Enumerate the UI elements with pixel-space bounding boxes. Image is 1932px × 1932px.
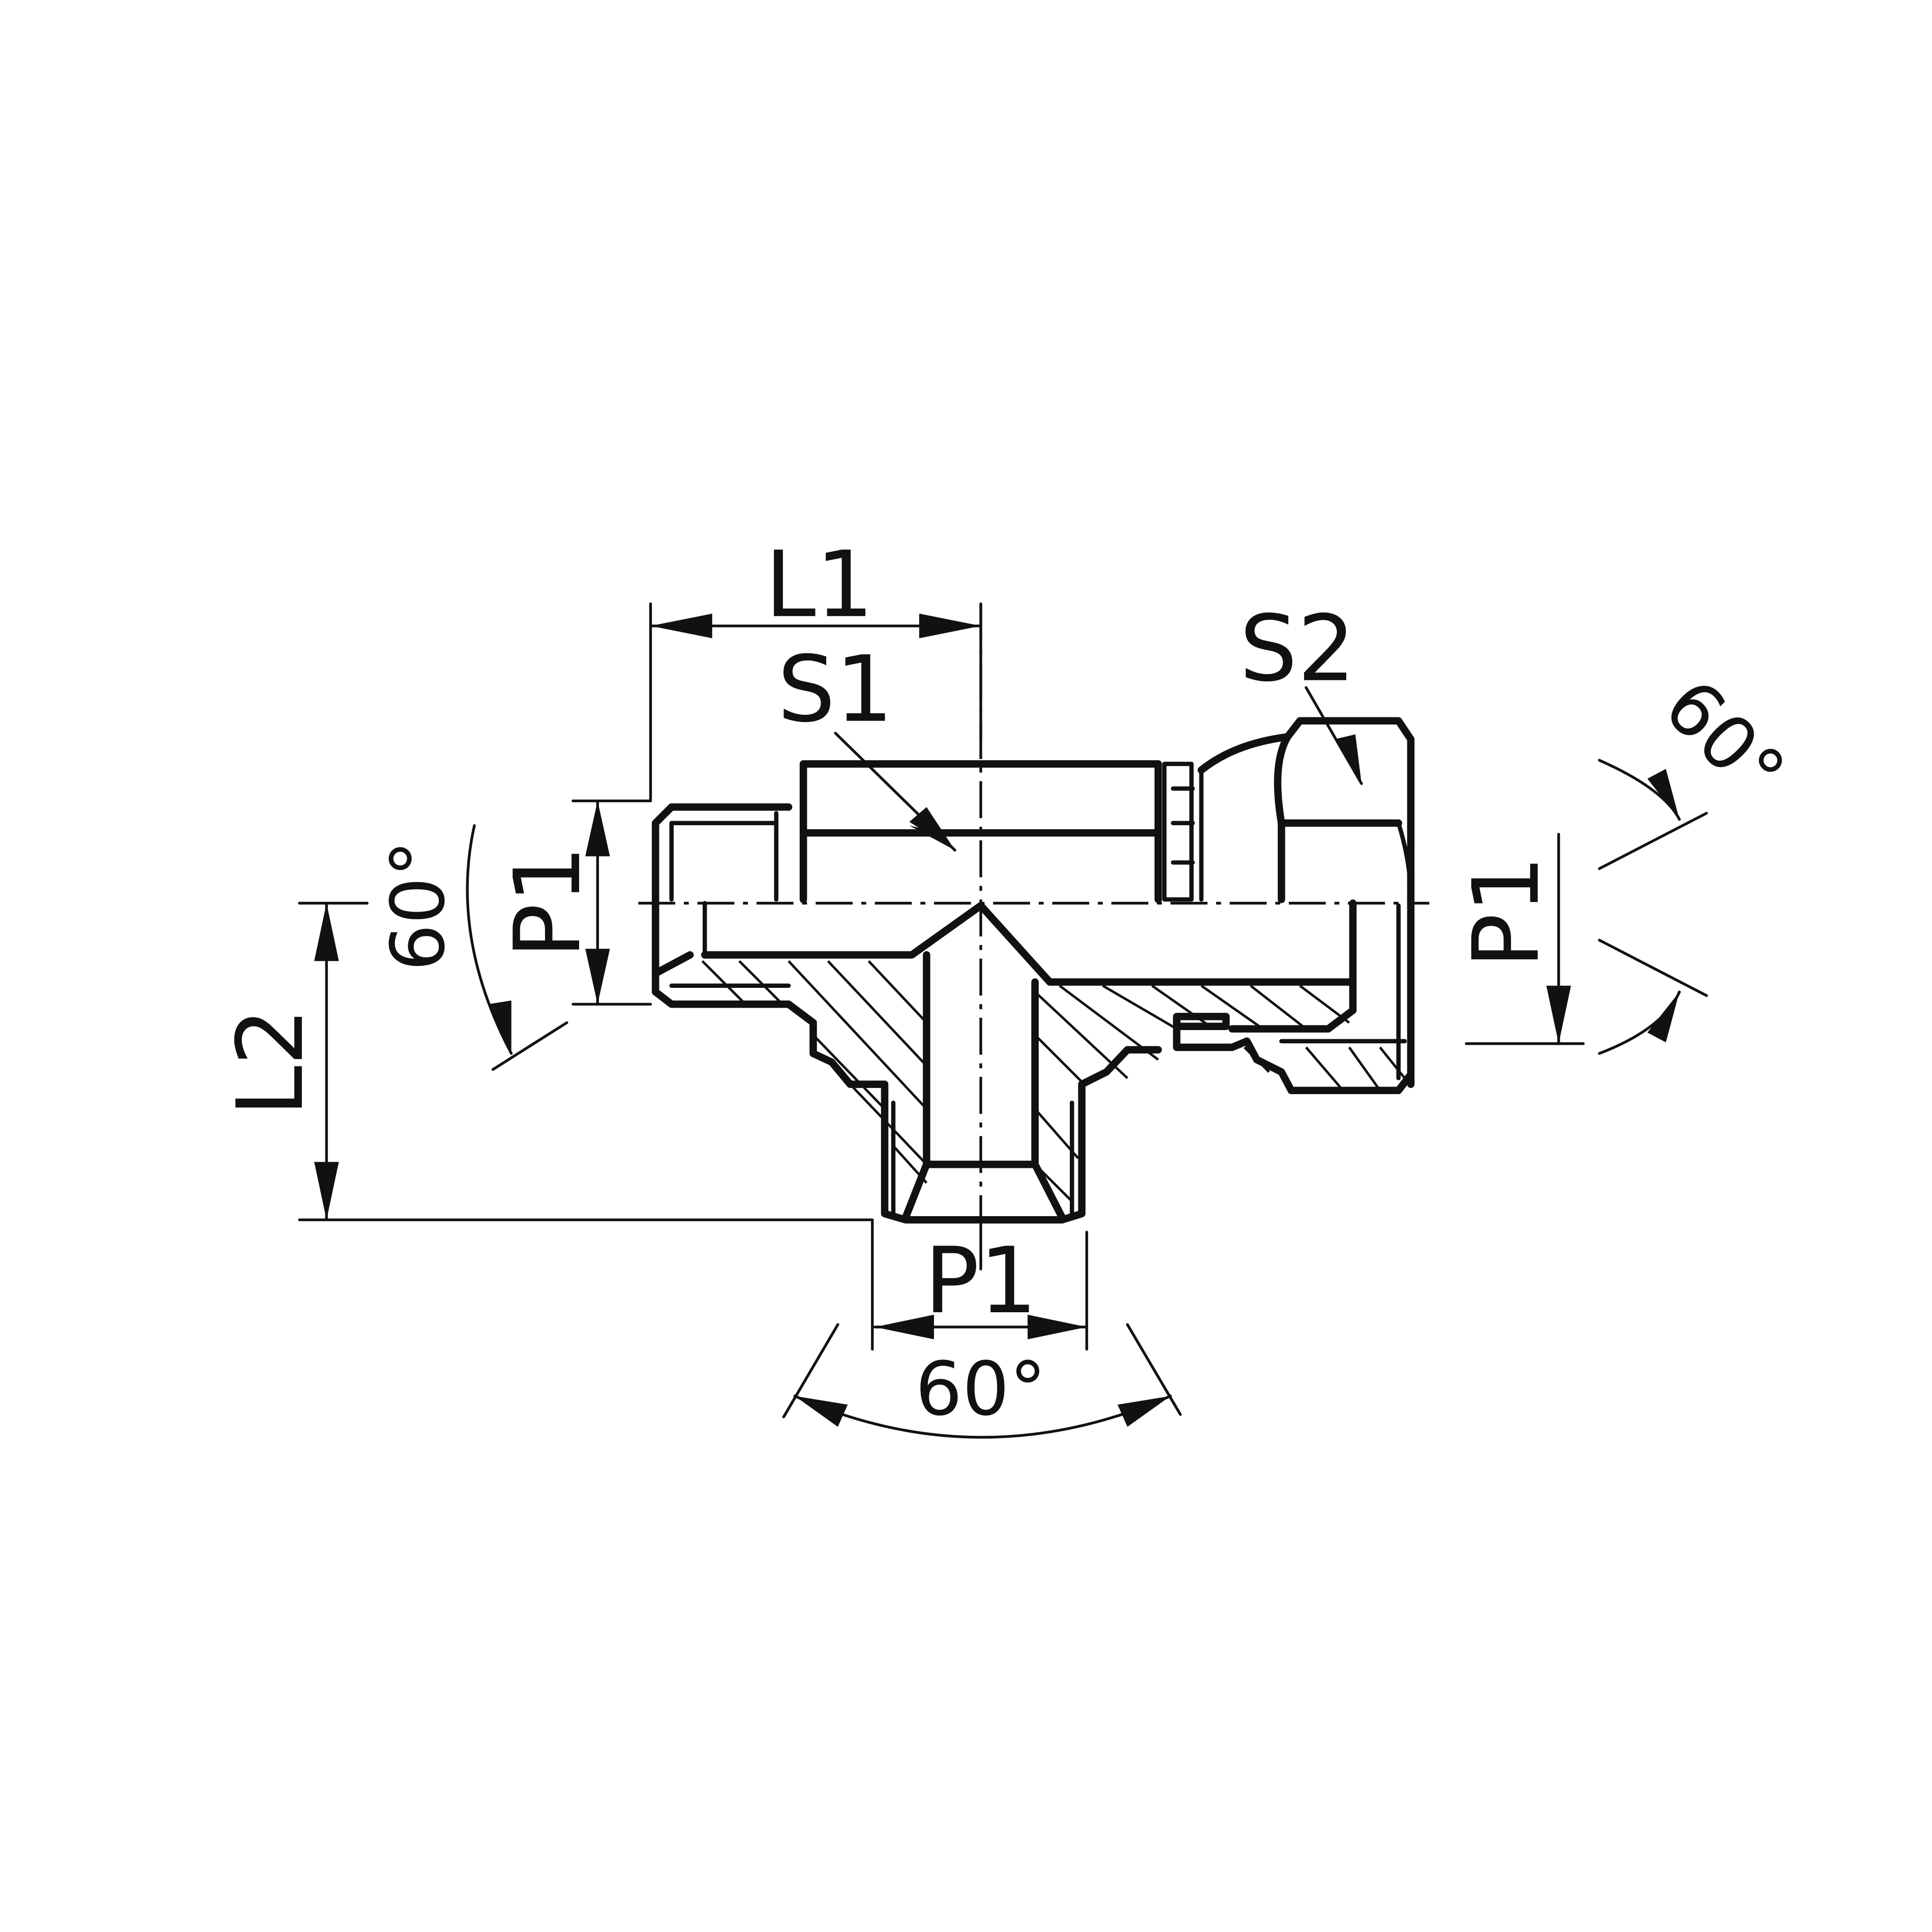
angle-left-60: 60°	[375, 824, 568, 1071]
label-p1-right: P1	[1454, 855, 1559, 968]
label-l1: L1	[765, 532, 874, 638]
callout-s2: S2	[1240, 596, 1363, 785]
label-p1-left: P1	[495, 846, 601, 958]
swivel-nut	[1162, 717, 1415, 1095]
label-angle-left: 60°	[375, 840, 461, 971]
label-angle-bottom: 60°	[915, 1346, 1046, 1432]
dimension-l1: L1	[637, 532, 982, 802]
dimension-p1-right: P1	[1454, 833, 1585, 1045]
callout-s1: S1	[777, 637, 956, 852]
label-s2: S2	[1240, 596, 1355, 702]
label-p1-bottom: P1	[924, 1228, 1037, 1334]
tee-body	[701, 760, 1357, 1224]
dimension-p1-left: P1	[495, 799, 652, 1006]
label-s1: S1	[777, 637, 893, 743]
dimension-l2: L2	[218, 901, 874, 1351]
angle-right-60: 60°	[1597, 663, 1801, 1055]
angle-bottom-60: 60°	[782, 1323, 1182, 1439]
label-l2: L2	[218, 1008, 324, 1116]
dimension-p1-bottom: P1	[873, 1228, 1089, 1351]
left-stud-end	[652, 803, 793, 1008]
